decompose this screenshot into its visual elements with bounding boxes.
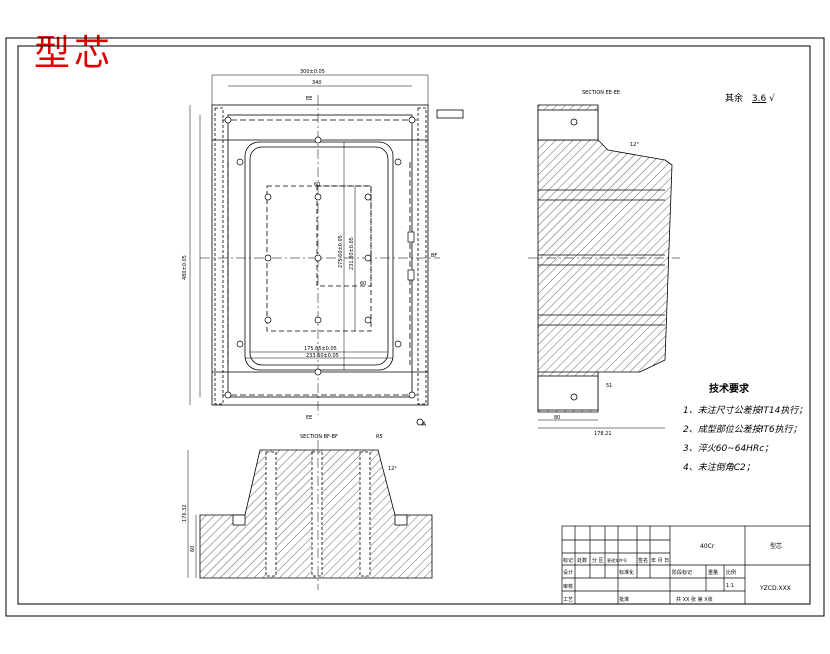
hole bbox=[364, 193, 372, 201]
hole bbox=[314, 136, 322, 144]
dim-angle-bottom: 12° bbox=[388, 466, 397, 472]
hole bbox=[408, 391, 416, 399]
roughness-note: 其余 3.6 √ bbox=[725, 91, 775, 104]
tb-approve: 批准 bbox=[619, 596, 629, 603]
tb-weight-label: 重量 bbox=[708, 569, 718, 576]
hole bbox=[394, 158, 402, 166]
tb-sheets: 共 XX 张 第 X张 bbox=[676, 596, 713, 603]
tb-drawing-no: YZCD.XXX bbox=[759, 585, 791, 592]
dim-sec-60: 60 bbox=[190, 546, 196, 552]
section-label-top: SECTION EE-EE bbox=[582, 90, 620, 96]
hole bbox=[264, 193, 272, 201]
dim-side-80: 80 bbox=[554, 415, 560, 421]
tech-requirements: 技术要求 1、未注尺寸公差按IT14执行； 2、成型部位公差按IT6执行； 3、… bbox=[683, 380, 808, 479]
plan-view bbox=[189, 74, 464, 426]
plan-holes bbox=[224, 116, 416, 399]
hole bbox=[364, 316, 372, 324]
dim-60-mid: 60 bbox=[360, 281, 366, 287]
hole bbox=[224, 391, 232, 399]
tb-row1-c5: 签名 bbox=[638, 557, 648, 564]
tech-requirements-heading: 技术要求 bbox=[709, 384, 749, 395]
hole bbox=[236, 340, 244, 348]
tech-requirement-1: 1、未注尺寸公差按IT14执行； bbox=[683, 406, 808, 416]
hole bbox=[264, 254, 272, 262]
dim-fa: 275.60±0.05 bbox=[338, 235, 344, 268]
hole bbox=[264, 316, 272, 324]
hole bbox=[314, 193, 322, 201]
dim-fb: 231.80±0.05 bbox=[349, 237, 355, 270]
dim-fc: 175.65±0.05 bbox=[304, 346, 337, 352]
tb-row1-c1: 标记 bbox=[563, 557, 573, 564]
hole bbox=[314, 368, 322, 376]
tech-requirement-4: 4、未注倒角C2； bbox=[683, 463, 755, 473]
outer-border bbox=[5, 37, 825, 617]
hole bbox=[408, 116, 416, 124]
tb-standard: 标准化 bbox=[619, 569, 634, 576]
tb-scale-value: 1:1 bbox=[726, 583, 734, 589]
hole bbox=[224, 116, 232, 124]
tb-reviewer: 审核 bbox=[563, 583, 573, 590]
tb-row1-c4: 更改文件号 bbox=[607, 557, 627, 563]
section-label-bottom: SECTION BF-BF bbox=[300, 434, 338, 440]
datum-label: A bbox=[422, 421, 427, 428]
hole bbox=[394, 340, 402, 348]
hole bbox=[314, 316, 322, 324]
dim-side-51: 51 bbox=[606, 383, 612, 389]
hole bbox=[364, 254, 372, 262]
tb-scale-label: 比例 bbox=[726, 569, 736, 576]
inner-border bbox=[17, 45, 811, 605]
section-marker-top: EE bbox=[306, 96, 312, 102]
roughness-label: 其余 bbox=[725, 94, 744, 104]
dim-plan-top: 300±0.05 bbox=[300, 69, 325, 75]
tb-row1-c3: 分 区 bbox=[592, 557, 604, 564]
drawing-title: 型芯 bbox=[34, 33, 115, 74]
tb-part-name: 型芯 bbox=[770, 542, 782, 550]
dim-side-total: 178.21 bbox=[594, 431, 612, 437]
tb-process: 工艺 bbox=[563, 597, 573, 603]
hole bbox=[236, 158, 244, 166]
dim-plan-height: 480±0.05 bbox=[182, 255, 188, 280]
dim-60-top: 60 bbox=[314, 182, 320, 188]
tech-requirement-3: 3、淬火60~64HRc； bbox=[683, 444, 774, 454]
side-section-view bbox=[528, 104, 680, 429]
front-section-view bbox=[187, 440, 433, 590]
roughness-symbol-icon: √ bbox=[769, 94, 775, 104]
dim-angle-top: 12° bbox=[630, 142, 639, 148]
tb-design: 设计 bbox=[563, 569, 573, 576]
tech-requirement-2: 2、成型部位公差按IT6执行； bbox=[683, 425, 802, 435]
section-marker-bottom: EE bbox=[306, 415, 312, 421]
dim-sec-height: 176.32 bbox=[182, 505, 188, 523]
title-block bbox=[561, 525, 811, 605]
dim-r: R5 bbox=[376, 434, 383, 440]
roughness-value: 3.6 bbox=[751, 94, 767, 104]
section-marker-right: BF bbox=[431, 253, 437, 259]
tb-row1-c6: 年 月 日 bbox=[651, 557, 669, 564]
tb-stage-label: 阶段标记 bbox=[672, 569, 692, 576]
tb-row1-c2: 处数 bbox=[577, 557, 587, 564]
dim-plan-inner: 340 bbox=[312, 80, 322, 86]
dim-fd: 233.60±0.05 bbox=[306, 353, 339, 359]
tb-material: 40Cr bbox=[700, 543, 715, 550]
hole bbox=[314, 254, 322, 262]
